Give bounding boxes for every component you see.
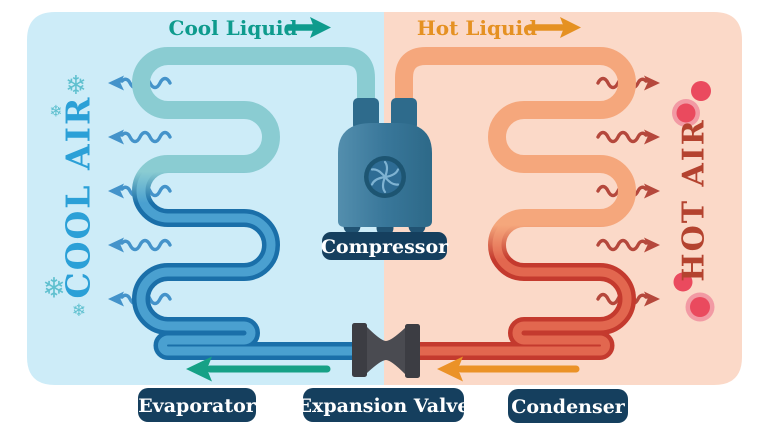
snowflake-icon: ❄	[49, 102, 62, 121]
evaporator-flow-arrow-icon	[186, 356, 331, 382]
condenser-coil	[395, 47, 636, 360]
snowflake-icon: ❄	[65, 71, 87, 101]
hot-liquid-label: Hot Liquid	[417, 16, 537, 40]
evaporator-label-badge	[138, 388, 256, 422]
hot-air-label: HOT AIR	[677, 118, 712, 282]
compressor-label: Compressor	[321, 236, 449, 258]
cool-liquid-arrow-icon	[284, 17, 331, 38]
evaporator-label: Evaporator	[138, 395, 257, 417]
compressor-device	[338, 98, 432, 237]
heat-dot	[673, 272, 715, 322]
hot-zone-panel	[384, 12, 742, 385]
compressor-label-badge	[322, 232, 447, 260]
cool-zone-panel	[27, 12, 384, 385]
compressor-fan-icon	[364, 156, 406, 198]
condenser-label-badge	[508, 389, 628, 423]
evaporator-coil	[132, 47, 375, 360]
expansion-valve-label-badge	[303, 388, 464, 422]
expansion-valve-label: Expansion Valve	[298, 395, 470, 417]
cool-liquid-label: Cool Liquid	[169, 16, 298, 40]
hot-liquid-arrow-icon	[526, 17, 581, 38]
expansion-valve-shape	[352, 323, 420, 378]
condenser-label: Condenser	[511, 396, 626, 418]
snowflake-icon: ❄	[72, 301, 86, 321]
snowflake-icon: ❄	[42, 272, 65, 305]
cool-air-label: COOL AIR	[59, 96, 98, 299]
heat-dot	[672, 81, 711, 127]
condenser-flow-arrow-icon	[437, 356, 580, 382]
